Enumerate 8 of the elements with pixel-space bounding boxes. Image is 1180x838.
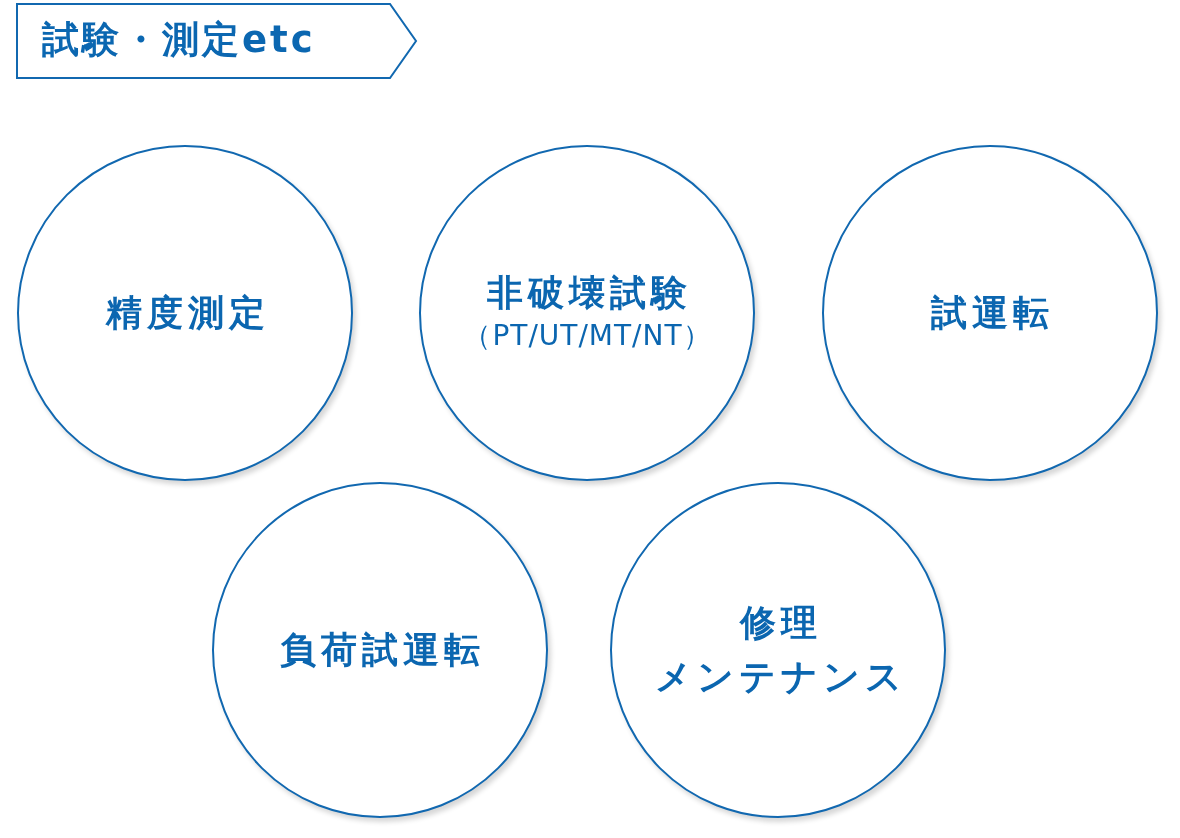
node-label: メンテナンス: [653, 655, 907, 699]
node-label: 試運転: [930, 291, 1054, 335]
node-label: 精度測定: [104, 291, 270, 335]
node-sublabel: （PT/UT/MT/NT）: [462, 318, 712, 354]
title: 試験・測定etc: [42, 17, 316, 63]
node-label: 修理: [738, 601, 822, 645]
node-label: 非破壊試験: [486, 271, 692, 315]
node-label: 負荷試運転: [279, 628, 485, 672]
